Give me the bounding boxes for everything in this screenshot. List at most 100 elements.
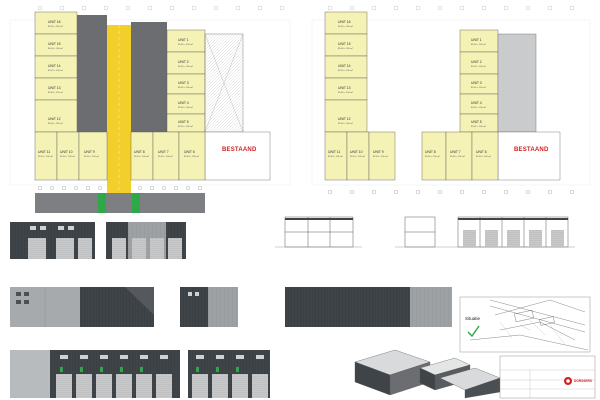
existing-label: BESTAAND [514,147,549,153]
unit-label: UNIT 7 [450,150,461,154]
unit-label: UNIT 9 [84,150,95,154]
units-right-column [459,29,499,133]
aisle-dark-right [131,22,167,132]
unit-label: UNIT 2 [471,60,482,64]
unit-area: 85.00 × 100 m² [338,47,353,50]
floor-plan-left: UNIT 16 85.00 × 100 m² UNIT 15 85.00 × 1… [9,5,291,213]
units-bottom-row-labels: UNIT 11 85.00 × 100 m² UNIT 10 85.00 × 1… [38,150,199,158]
grid-axis-bottom [38,186,202,190]
units-left-column-labels: UNIT 16 85.00 × 100 m² UNIT 15 85.00 × 1… [48,20,63,125]
units-right-column-labels: UNIT 1 85.00 × 100 m² UNIT 2 85.00 × 100… [471,38,486,128]
unit-area: 85.00 × 100 m² [158,155,173,158]
unit-label: UNIT 11 [328,150,340,154]
grid-axis-bottom [328,190,574,194]
unit-label: UNIT 12 [48,117,61,121]
unit-label: UNIT 12 [338,117,351,121]
unit-area: 85.00 × 100 m² [178,86,193,89]
units-right-column-labels: UNIT 1 85.00 × 100 m² UNIT 2 85.00 × 100… [178,38,193,128]
elevation-long [285,287,410,327]
existing-building [204,131,271,181]
unit-area: 85.00 × 100 m² [373,155,388,158]
grid-axis-top [327,5,575,11]
unit-label: UNIT 2 [178,60,189,64]
unit-area: 85.00 × 100 m² [450,155,465,158]
unit-area: 85.00 × 100 m² [48,69,63,72]
green-marker [98,193,106,213]
unit-label: UNIT 15 [48,42,61,46]
title-block: DORSSERS [499,355,596,399]
units-left-column [34,11,78,133]
existing-label: BESTAAND [222,147,257,153]
unit-label: UNIT 5 [471,120,482,124]
unit-label: UNIT 4 [471,101,482,105]
unit-label: UNIT 14 [48,64,61,68]
grid-axis-lines [311,19,591,186]
units-left-column-labels: UNIT 16 85.00 × 100 m² UNIT 15 85.00 × 1… [338,20,353,125]
unit-area: 85.00 × 100 m² [184,155,199,158]
unit-label: UNIT 3 [471,81,482,85]
unit-label: UNIT 9 [373,150,384,154]
unit-label: UNIT 6 [184,150,195,154]
unit-label: UNIT 3 [178,81,189,85]
existing-building [497,131,561,181]
unit-label: UNIT 5 [178,120,189,124]
unit-label: UNIT 15 [338,42,351,46]
unit-area: 85.00 × 100 m² [425,155,440,158]
units-right-column [166,29,206,133]
unit-label: UNIT 7 [158,150,169,154]
units-left-column [324,11,368,133]
unit-area: 85.00 × 100 m² [471,43,486,46]
unit-label: UNIT 1 [471,38,482,42]
unit-label: UNIT 14 [338,64,351,68]
unit-area: 85.00 × 100 m² [178,65,193,68]
unit-area: 85.00 × 100 m² [178,43,193,46]
unit-label: UNIT 8 [425,150,436,154]
unit-area: 85.00 × 100 m² [178,125,193,128]
parking-strip [35,193,205,213]
unit-area: 85.00 × 100 m² [476,155,491,158]
unit-area: 85.00 × 100 m² [338,91,353,94]
elevations-row-2 [10,287,452,327]
elevations-row-3: DORSSERS [10,349,596,399]
unit-label: UNIT 1 [178,38,189,42]
aisle-dark-left [77,15,107,155]
site-situation: Situatie [459,296,591,353]
grid-axis-top [37,5,285,11]
elevations-row-1 [10,216,575,259]
unit-label: UNIT 16 [48,20,61,24]
unit-area: 85.00 × 100 m² [338,122,353,125]
unit-label: UNIT 8 [134,150,145,154]
unit-area: 85.00 × 100 m² [471,125,486,128]
existing-building-upper [497,33,537,133]
unit-area: 85.00 × 100 m² [48,25,63,28]
unit-area: 85.00 × 100 m² [178,106,193,109]
unit-label: UNIT 6 [476,150,487,154]
unit-area: 85.00 × 100 m² [48,47,63,50]
company-name: DORSSERS [574,379,592,383]
massing-3d [354,349,501,399]
green-marker [132,193,140,213]
unit-area: 85.00 × 100 m² [134,155,149,158]
situation-label: Situatie [465,316,481,321]
unit-label: UNIT 13 [338,86,351,90]
unit-area: 85.00 × 100 m² [84,155,99,158]
unit-area: 85.00 × 100 m² [38,155,53,158]
units-bottom-row [324,131,499,181]
unit-label: UNIT 13 [48,86,61,90]
unit-label: UNIT 4 [178,101,189,105]
unit-label: UNIT 10 [350,150,363,154]
unit-area: 85.00 × 100 m² [338,25,353,28]
floor-plan-right: UNIT 16 85.00 × 100 m² UNIT 15 85.00 × 1… [311,5,591,194]
checkmark-icon [467,325,480,338]
unit-label: UNIT 10 [60,150,73,154]
unit-label: UNIT 11 [38,150,50,154]
unit-area: 85.00 × 100 m² [328,155,343,158]
units-bottom-row [34,131,206,181]
unit-area: 85.00 × 100 m² [471,65,486,68]
unit-area: 85.00 × 100 m² [471,106,486,109]
unit-area: 85.00 × 100 m² [338,69,353,72]
units-bottom-row-labels: UNIT 11 85.00 × 100 m² UNIT 10 85.00 × 1… [328,150,491,158]
unit-area: 85.00 × 100 m² [350,155,365,158]
cross-section-a [275,216,362,248]
unit-label: UNIT 16 [338,20,351,24]
